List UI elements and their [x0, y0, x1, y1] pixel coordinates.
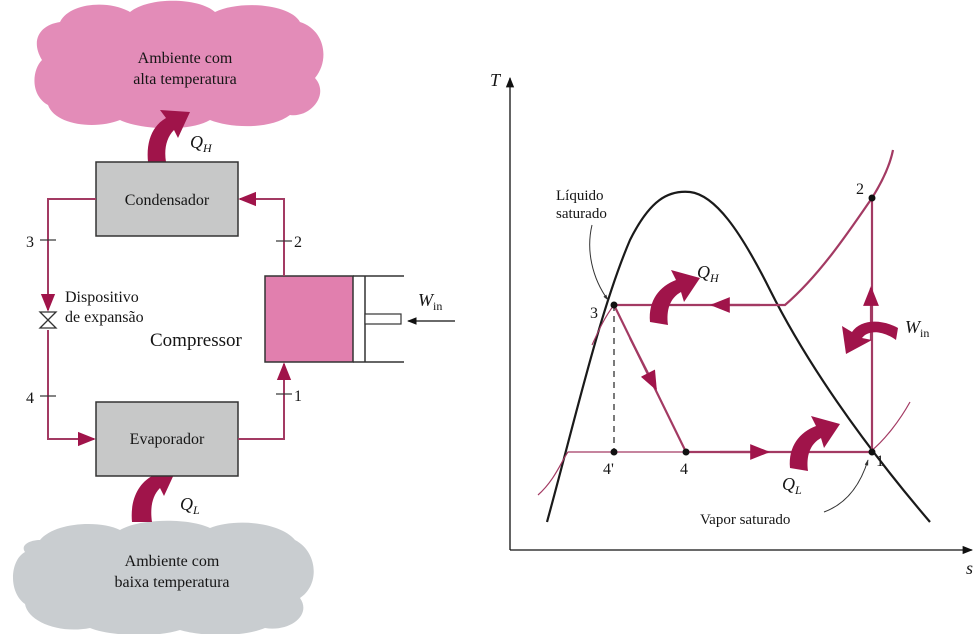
- compressor-label: Compressor: [150, 330, 243, 351]
- vapor-label: Vapor saturado: [700, 512, 790, 528]
- q-h-curved-arrow: [147, 110, 190, 162]
- liquid-line1: Líquido: [556, 188, 604, 204]
- expansion-line2: de expansão: [65, 309, 144, 326]
- ts-diagram: T s 1 2 3 4: [490, 70, 974, 578]
- ts-q-h-curved-arrow: [649, 270, 700, 325]
- refrigerant-piping: [40, 191, 292, 447]
- ts-w-in-curved-arrow: [842, 321, 898, 354]
- t-axis-label: T: [490, 70, 502, 90]
- ts-point-4: 4: [680, 461, 688, 478]
- cold-env-line2: baixa temperatura: [114, 574, 229, 591]
- condenser-label: Condensador: [125, 192, 210, 209]
- ts-point-4-prime: 4': [603, 461, 614, 478]
- hot-env-line2: alta temperatura: [133, 71, 237, 88]
- evaporator-box: [95, 401, 239, 477]
- isobar-high-left: [591, 304, 615, 346]
- hot-env-line1: Ambiente com: [138, 50, 233, 67]
- state-2-label: 2: [294, 234, 302, 251]
- ts-point-3: 3: [590, 305, 598, 322]
- state-4-label: 4: [26, 390, 34, 407]
- ts-point-2: 2: [856, 181, 864, 198]
- hot-environment-cloud: Ambiente com alta temperatura: [34, 0, 324, 129]
- ts-q-l-curved-arrow: [789, 416, 840, 471]
- expansion-line1: Dispositivo: [65, 289, 139, 306]
- state-ticks: [40, 239, 292, 397]
- ts-w-in-label: Win: [905, 317, 929, 340]
- saturation-dome: [545, 190, 931, 523]
- ts-cycle-path: [613, 149, 895, 460]
- expansion-valve-icon: [38, 311, 58, 329]
- w-in-label: Win: [418, 290, 442, 313]
- q-l-label: QL: [180, 494, 200, 517]
- state-1-label: 1: [294, 388, 302, 405]
- state-3-label: 3: [26, 234, 34, 251]
- ts-state-points: [610, 194, 876, 456]
- q-l-curved-arrow: [131, 468, 176, 522]
- liquid-pointer: [589, 224, 609, 301]
- ts-q-h-label: QH: [697, 262, 720, 285]
- liquid-line2: saturado: [556, 206, 607, 222]
- compressor: [264, 275, 404, 363]
- s-axis-label: s: [966, 558, 973, 578]
- cycle-schematic: Ambiente com alta temperatura Ambiente c…: [13, 0, 455, 634]
- ts-point-1: 1: [876, 453, 884, 470]
- isobar-low: [537, 401, 911, 496]
- ts-q-l-label: QL: [782, 474, 802, 497]
- evaporator-label: Evaporador: [130, 431, 205, 448]
- vapor-pointer: [823, 459, 869, 513]
- cold-env-line1: Ambiente com: [125, 553, 220, 570]
- q-h-label: QH: [190, 132, 213, 155]
- cold-environment-cloud: Ambiente com baixa temperatura: [13, 520, 314, 634]
